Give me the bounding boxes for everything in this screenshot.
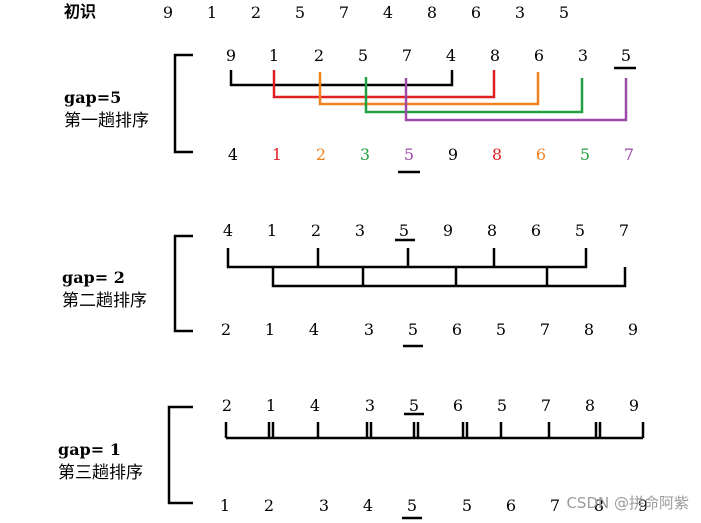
- initial-value: 2: [250, 3, 262, 22]
- pass3-before-value: 9: [628, 396, 640, 415]
- pass2-bracket: [173, 234, 193, 333]
- pass1-after-value: 3: [359, 145, 371, 164]
- pass3-after-value: 2: [263, 496, 275, 515]
- pass1-gap-label: gap=5: [64, 88, 122, 107]
- pass1-group-3-connector: [318, 72, 540, 106]
- pass3-before-value: 7: [540, 396, 552, 415]
- pass2-before-value: 9: [442, 221, 454, 240]
- pass2-before-value: 8: [486, 221, 498, 240]
- pass3-after-value: 3: [318, 496, 330, 515]
- initial-label: 初识: [64, 2, 97, 21]
- pass3-after-value: 6: [505, 496, 517, 515]
- pass1-after-value: 8: [491, 145, 503, 164]
- pass3-after-value: 1: [219, 496, 231, 515]
- pass3-before-value: 6: [452, 396, 464, 415]
- pass3-after-value: 5: [461, 496, 473, 515]
- pass2-title: 第二趟排序: [62, 291, 147, 311]
- pass3-before-value: 5: [496, 396, 508, 415]
- pass3-after-value: 5: [406, 496, 418, 515]
- pass2-before-value: 1: [266, 221, 278, 240]
- pass3-before-value: 3: [364, 396, 376, 415]
- initial-value: 7: [338, 3, 350, 22]
- pass2-after-value: 2: [220, 320, 232, 339]
- pass1-after-value: 9: [447, 145, 459, 164]
- initial-value: 9: [162, 3, 174, 22]
- pass1-after-value: 4: [227, 145, 239, 164]
- pass2-before-value: 5: [574, 221, 586, 240]
- pass2-after-value: 7: [539, 320, 551, 339]
- pass1-before-value: 7: [401, 46, 413, 65]
- pass1-after-value: 2: [315, 145, 327, 164]
- pass3-before-value: 4: [309, 396, 321, 415]
- pass2-before-value: 7: [618, 221, 630, 240]
- pass1-before-value: 1: [268, 46, 280, 65]
- pass2-after-value: 5: [495, 320, 507, 339]
- pass3-after-value: 8: [593, 496, 605, 515]
- pass1-before-value: 8: [489, 46, 501, 65]
- pass3-before-value: 2: [221, 396, 233, 415]
- pass1-before-value: 6: [533, 46, 545, 65]
- initial-value: 5: [558, 3, 570, 22]
- pass1-bracket: [173, 53, 193, 154]
- initial-value: 3: [514, 3, 526, 22]
- pass3-before-value: 8: [584, 396, 596, 415]
- pass1-group-1-connector: [229, 70, 454, 87]
- pass3-gap-label: gap= 1: [58, 440, 121, 459]
- pass3-before-value: 5: [408, 396, 420, 415]
- pass2-group-2-connector: [271, 267, 627, 288]
- pass3-before-value: 1: [265, 396, 277, 415]
- pass1-before-value: 5: [357, 46, 369, 65]
- initial-value: 8: [426, 3, 438, 22]
- initial-value: 6: [470, 3, 482, 22]
- pass2-before-value: 2: [310, 221, 322, 240]
- pass1-before-value: 5: [620, 46, 632, 65]
- pass1-after-value: 5: [403, 145, 415, 164]
- initial-value: 5: [294, 3, 306, 22]
- watermark: CSDN @拼命阿紫: [566, 494, 689, 512]
- pass1-after-value: 5: [579, 145, 591, 164]
- pass1-group-2-connector: [272, 70, 496, 99]
- pass1-after-value: 7: [623, 145, 635, 164]
- pass2-after-value: 1: [264, 320, 276, 339]
- pass1-after-value: 6: [535, 145, 547, 164]
- pass2-gap-label: gap= 2: [62, 268, 125, 287]
- pass2-after-value: 9: [627, 320, 639, 339]
- pass2-before-value: 6: [530, 221, 542, 240]
- pass1-before-value: 3: [577, 46, 589, 65]
- pass2-after-value: 6: [451, 320, 463, 339]
- pass1-before-value: 4: [445, 46, 457, 65]
- pass1-group-4-connector: [364, 77, 584, 114]
- pass2-after-value: 5: [407, 320, 419, 339]
- pass3-title: 第三趟排序: [58, 463, 143, 483]
- pass1-before-value: 2: [313, 46, 325, 65]
- pass3-after-value: 7: [549, 496, 561, 515]
- pass2-after-value: 3: [363, 320, 375, 339]
- pass2-after-value: 4: [308, 320, 320, 339]
- pass1-before-value: 9: [225, 46, 237, 65]
- pass1-after-value: 1: [271, 145, 283, 164]
- pass3-after-value: 9: [637, 496, 649, 515]
- pass3-bracket: [167, 405, 193, 505]
- pass2-before-value: 5: [398, 221, 410, 240]
- initial-value: 1: [206, 3, 218, 22]
- pass2-after-value: 8: [583, 320, 595, 339]
- pass1-group-5-connector: [404, 78, 628, 122]
- pass3-after-value: 4: [362, 496, 374, 515]
- initial-value: 4: [382, 3, 394, 22]
- pass2-before-value: 4: [222, 221, 234, 240]
- pass2-before-value: 3: [354, 221, 366, 240]
- pass1-title: 第一趟排序: [64, 111, 149, 131]
